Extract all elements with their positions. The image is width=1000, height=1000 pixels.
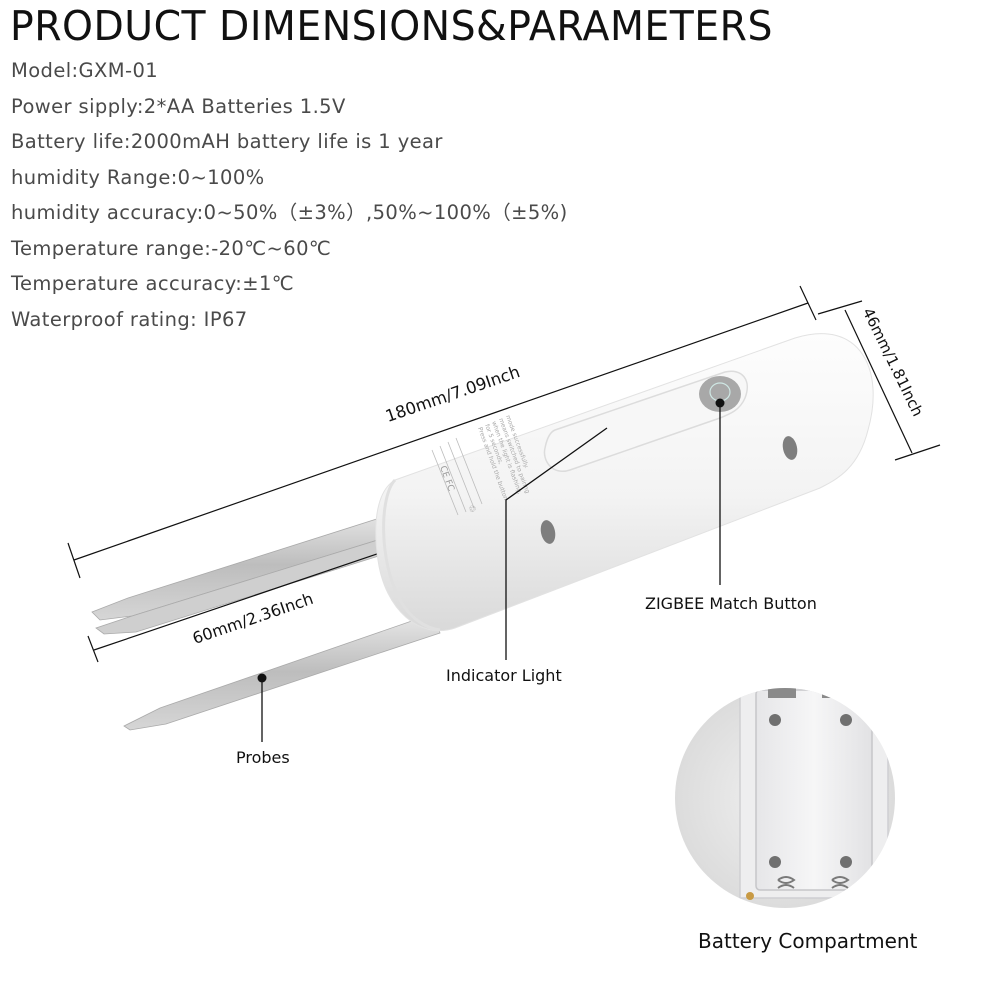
indicator-light-label: Indicator Light xyxy=(446,666,562,685)
device-body: CE FC ♲ Press and hold the button for 5 … xyxy=(375,333,874,632)
probe-pair-upper xyxy=(91,509,415,635)
spec-model: Model:GXM-01 xyxy=(11,59,159,82)
spec-temperature-accuracy: Temperature accuracy:±1℃ xyxy=(11,272,295,295)
zigbee-match-button-label: ZIGBEE Match Button xyxy=(645,594,817,613)
spec-temperature-range: Temperature range:-20℃~60℃ xyxy=(11,236,332,260)
spec-power-supply: Power sipply:2*AA Batteries 1.5V xyxy=(11,94,346,118)
spec-humidity-range: humidity Range:0~100% xyxy=(11,165,265,189)
zigbee-button xyxy=(699,376,741,412)
zigbee-button-callout-dot xyxy=(715,398,725,408)
battery-compartment-label: Battery Compartment xyxy=(698,929,918,953)
callout-leaders xyxy=(261,402,721,742)
svg-text:♲: ♲ xyxy=(465,504,477,515)
spec-battery-life: Battery life:2000mAH battery life is 1 y… xyxy=(11,130,443,153)
battery-compartment-inset xyxy=(675,688,895,908)
probes-callout-dot xyxy=(257,673,267,683)
spec-list: Model:GXM-01 Power sipply:2*AA Batteries… xyxy=(11,56,568,340)
length-dimension-line xyxy=(67,285,817,579)
spec-humidity-accuracy: humidity accuracy:0~50%（±3%）,50%~100%（±5… xyxy=(11,201,568,224)
page-title: PRODUCT DIMENSIONS&PARAMETERS xyxy=(10,2,773,50)
diameter-dimension-line xyxy=(817,300,941,461)
spec-waterproof-rating: Waterproof rating: IP67 xyxy=(11,307,248,331)
probe-lower xyxy=(123,613,441,731)
probes-label: Probes xyxy=(236,748,290,767)
